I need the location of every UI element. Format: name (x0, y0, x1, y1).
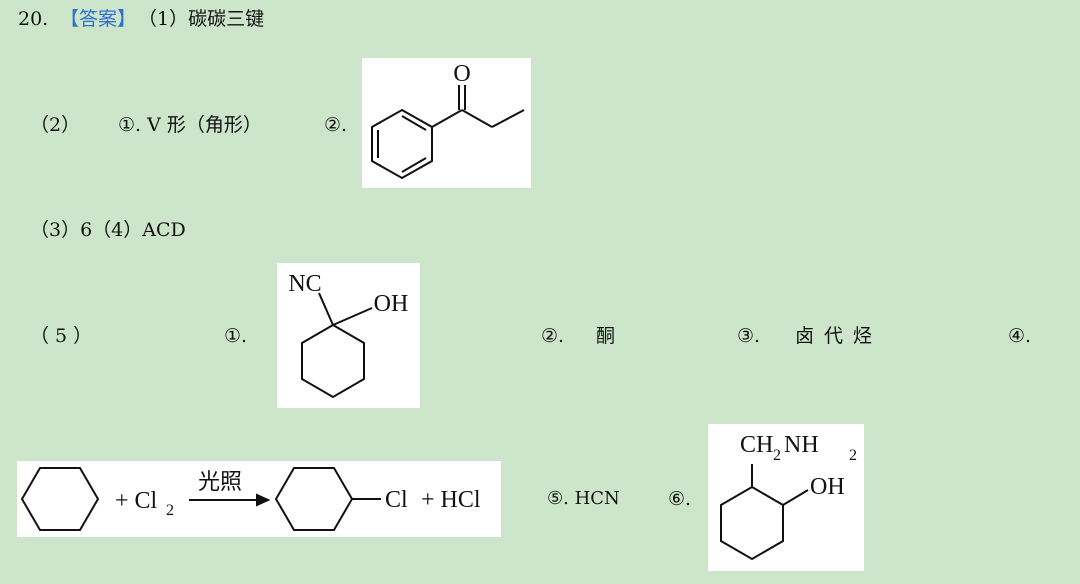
part2-label: （2） (30, 114, 81, 136)
answer-tag: 【答案】 (60, 8, 137, 30)
part2-item2: ②. (324, 114, 348, 136)
part5-item6: ⑥. (668, 488, 692, 510)
part5-item1: ①. (224, 325, 248, 347)
part3-4-answer: （3）6（4）ACD (30, 219, 186, 241)
product-cl-label: Cl (385, 487, 408, 513)
part5-item3-num: ③. (737, 325, 761, 347)
part5-item4: ④. (1008, 325, 1032, 347)
cl2-subscript: 2 (166, 502, 174, 519)
question-number: 20. (18, 8, 49, 30)
plus-hcl-text: + HCl (421, 487, 481, 513)
part2-item1: ①. V 形（角形） (118, 114, 262, 136)
carbonyl-o-label: O (453, 61, 470, 87)
part5-item5: ⑤. HCN (547, 488, 620, 509)
part1-answer: （1）碳碳三键 (138, 8, 265, 30)
propiophenone-structure: O (362, 58, 531, 188)
oh-label: OH (374, 291, 409, 317)
reaction-condition: 光照 (198, 469, 242, 494)
nh-label: NH (784, 432, 819, 458)
part5-item2-text: 酮 (596, 325, 616, 347)
nc-label: NC (288, 271, 321, 297)
cyanohydrin-structure: NC OH (277, 263, 420, 408)
ch2-label: CH (740, 432, 773, 458)
reaction-scheme: + Cl 2 光照 Cl + HCl (17, 461, 501, 537)
part5-item3-text: 卤代烃 (795, 325, 883, 347)
nh2-subscript: 2 (849, 447, 857, 464)
ch2-subscript: 2 (773, 447, 781, 464)
part5-label: （ 5 ） (30, 325, 93, 347)
oh-label-2: OH (810, 474, 845, 500)
part5-item2-num: ②. (541, 325, 565, 347)
aminoalcohol-structure: CH 2 NH 2 OH (708, 424, 864, 571)
plus-cl2-text: + Cl (115, 488, 158, 514)
